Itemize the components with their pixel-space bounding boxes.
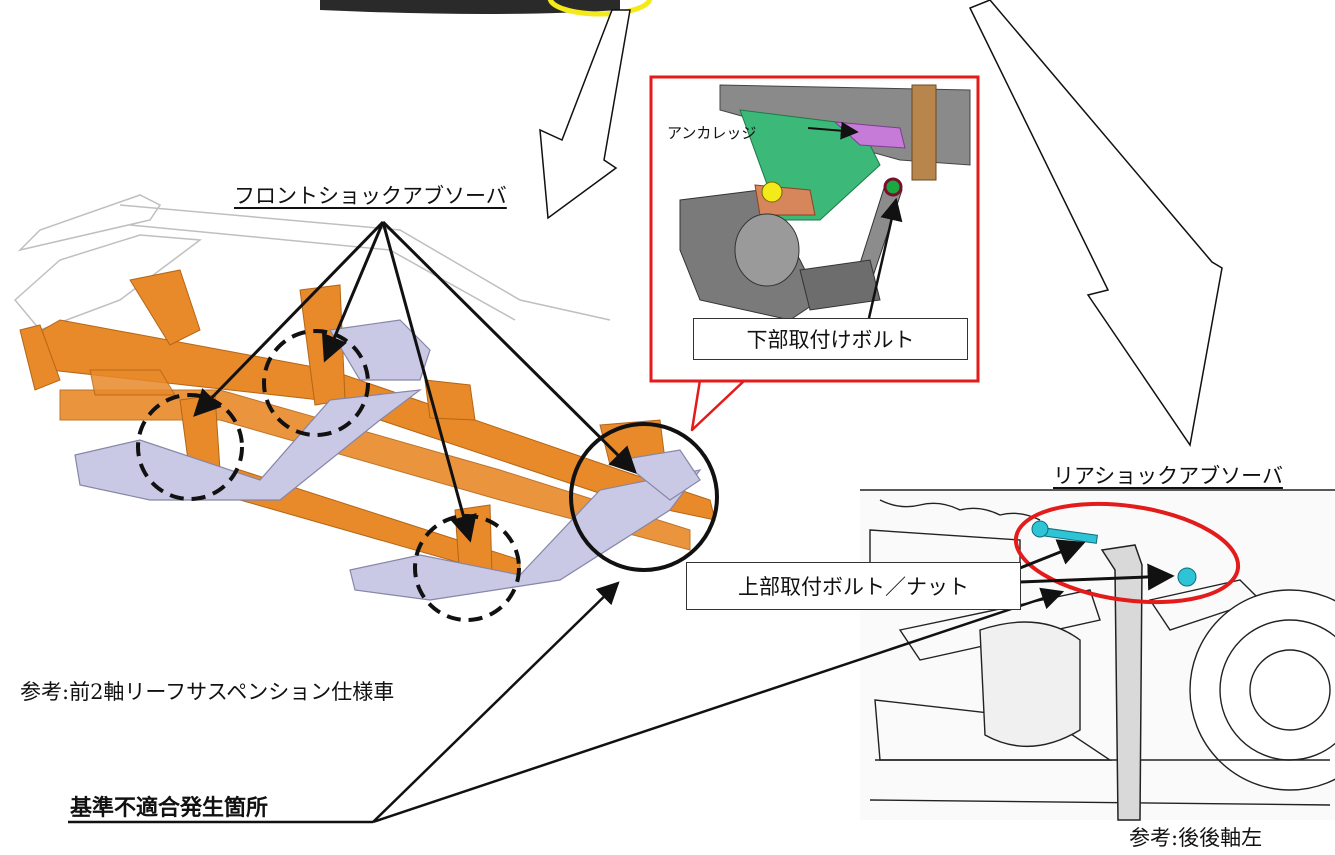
- callout-connector: [690, 378, 747, 432]
- anchorage-label: アンカレッジ: [667, 124, 757, 142]
- front-shock-arrows: [193, 220, 637, 543]
- lower-bolt-label: 下部取付けボルト: [693, 318, 968, 360]
- front-shock-label: フロントショックアブソーバ: [234, 184, 507, 208]
- upper-bolt-arrows: [1019, 539, 1175, 591]
- truck-image: [320, 0, 653, 17]
- front-suspension-image: [13, 194, 716, 601]
- rear-red-ellipse: [1013, 501, 1241, 605]
- nonconformity-lines: [68, 581, 1065, 824]
- rear-shock-label: リアショックアブソーバ: [1053, 464, 1283, 488]
- dashed-circle-2: [262, 329, 370, 437]
- big-arrow-left-icon: [539, 9, 631, 220]
- nonconformity-label: 基準不適合発生箇所: [70, 796, 269, 821]
- upper-bolt-label: 上部取付ボルト／ナット: [686, 562, 1021, 610]
- rear-suspension-image: [860, 489, 1335, 821]
- front-reference-label: 参考:前2軸リーフサスペンション仕様車: [20, 680, 395, 704]
- dashed-circle-1: [136, 393, 244, 501]
- rear-reference-label: 参考:後後軸左: [1129, 826, 1263, 850]
- big-arrow-right-icon: [968, 0, 1223, 447]
- solid-circle: [569, 422, 719, 572]
